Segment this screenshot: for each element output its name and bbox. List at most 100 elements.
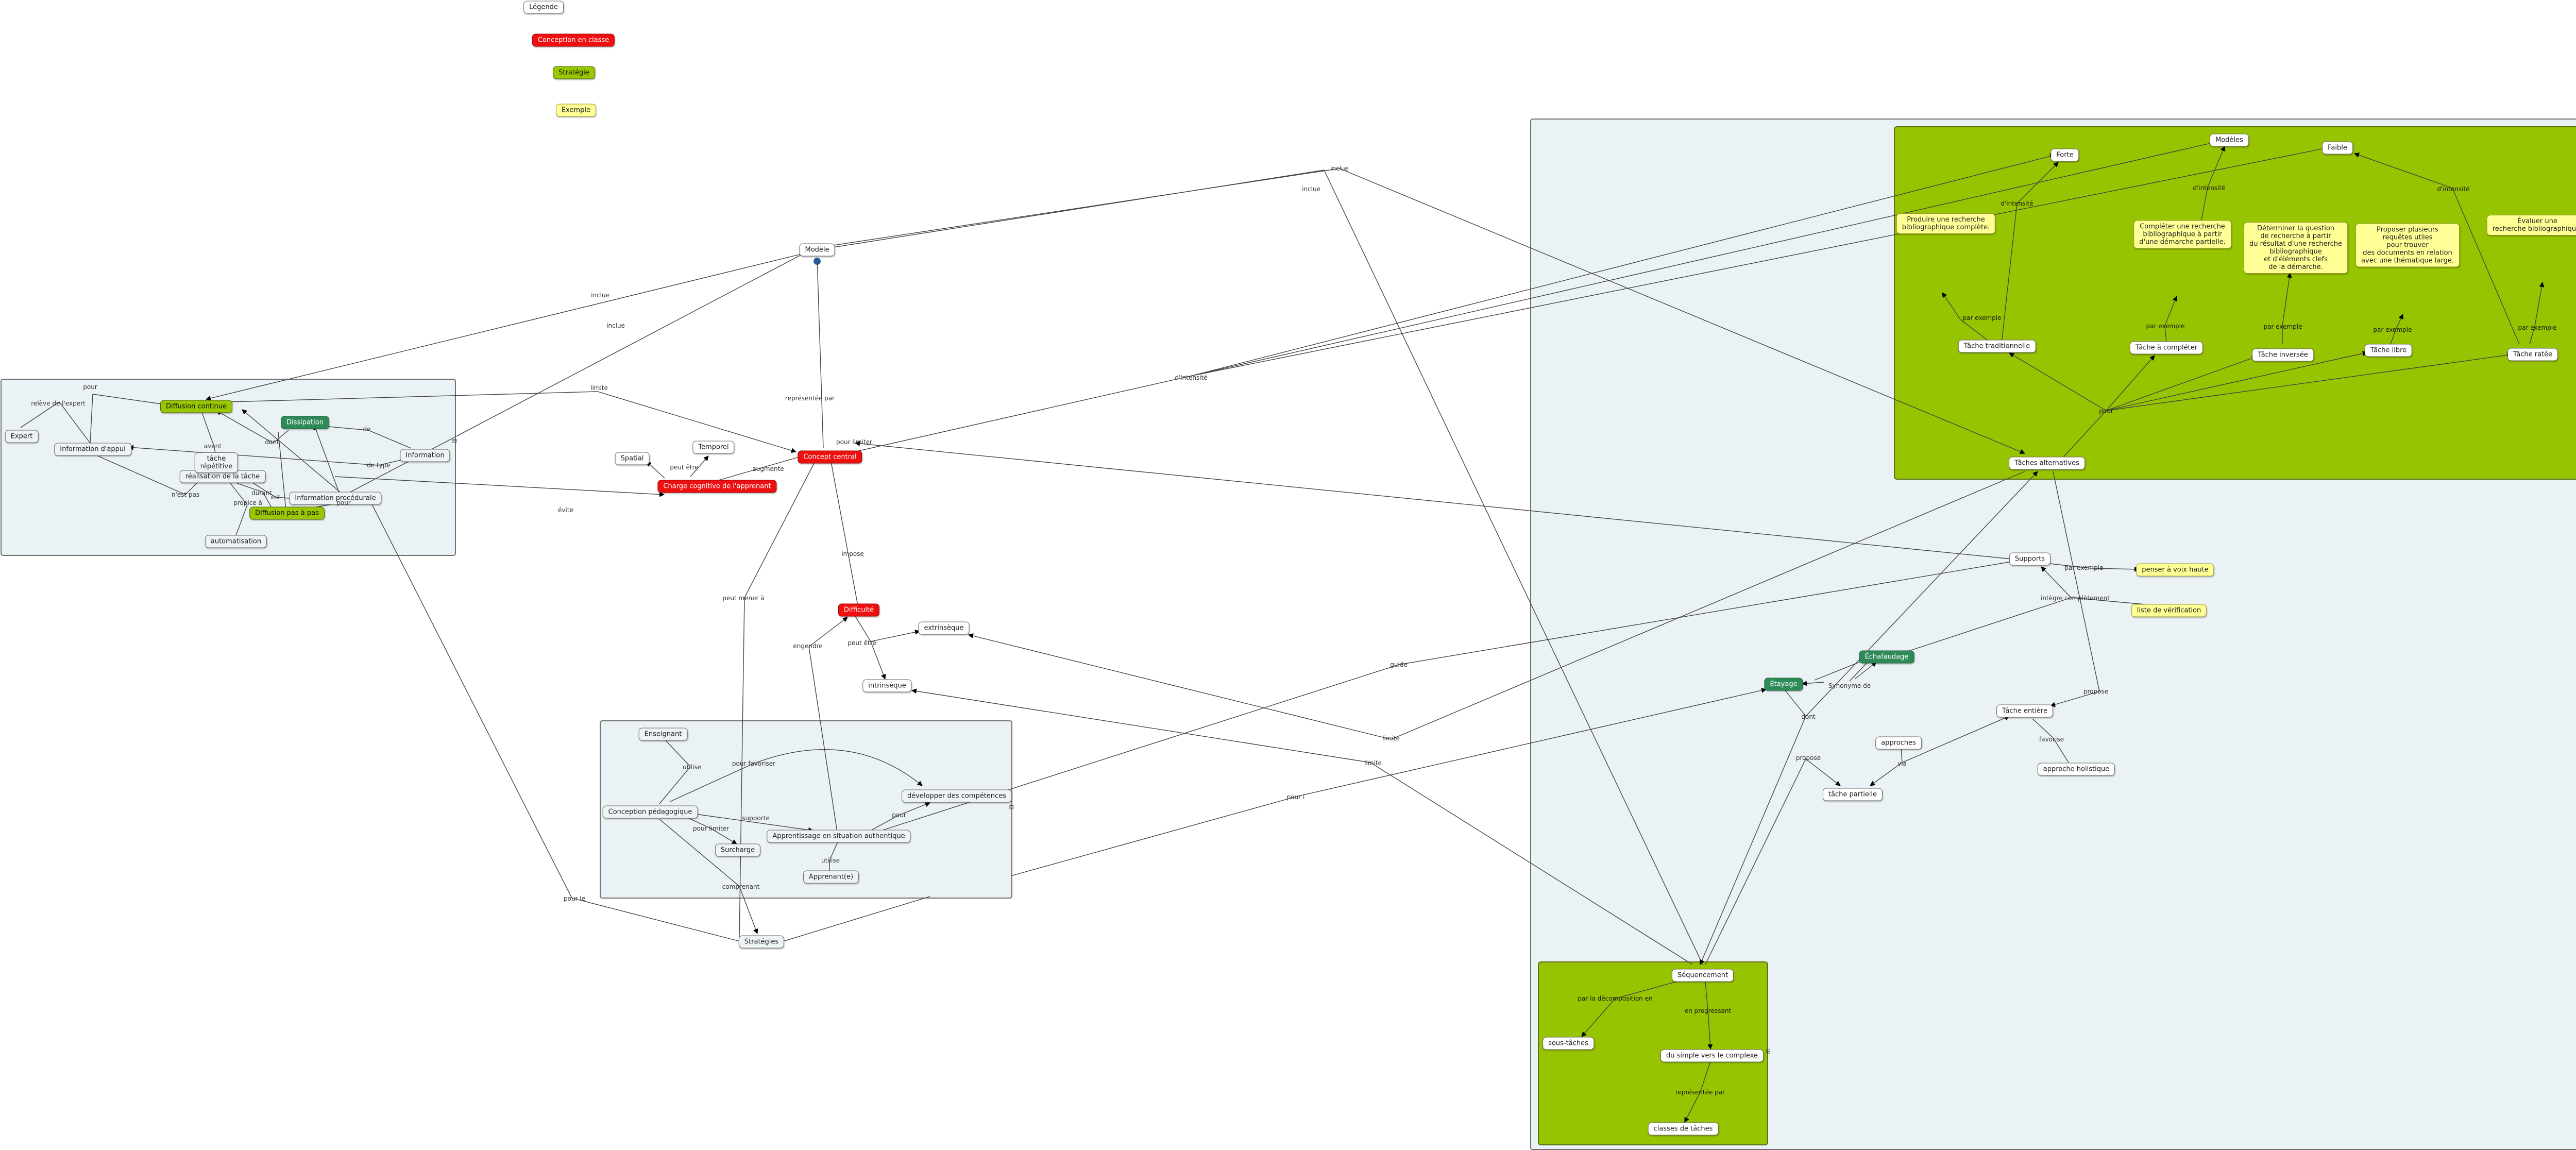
node-difficulte[interactable]: Difficulté bbox=[838, 603, 880, 617]
node-ex-completer[interactable]: Compléter une recherche bibliographique … bbox=[2133, 220, 2231, 249]
edge-charge-temporel bbox=[690, 455, 709, 477]
node-penser-voix[interactable]: penser à voix haute bbox=[2136, 563, 2214, 577]
edge-appui-nest-pas bbox=[97, 455, 186, 495]
node-tache-partielle[interactable]: tâche partielle bbox=[1822, 788, 1883, 801]
node-tache-entiere[interactable]: Tâche entière bbox=[1996, 704, 2053, 718]
node-diffusion-continue[interactable]: Diffusion continue bbox=[160, 400, 233, 413]
label-avant: avant bbox=[204, 443, 222, 450]
node-surcharge[interactable]: Surcharge bbox=[715, 843, 761, 857]
label-peut-mener: peut mener à bbox=[722, 595, 765, 602]
node-approches[interactable]: approches bbox=[1875, 736, 1922, 750]
edge-ex-proposer bbox=[2395, 314, 2403, 330]
node-tache-repetitive[interactable]: tâche répétitive bbox=[194, 452, 239, 473]
edge-inclue-alternatives-2 bbox=[1339, 168, 2025, 454]
node-information-procedurale[interactable]: Information procédurale bbox=[289, 492, 382, 505]
edge-seq-decomposition bbox=[1615, 981, 1677, 999]
edge-modele-inclue-diffusion bbox=[206, 253, 804, 401]
edge-conception-supporte bbox=[695, 814, 814, 833]
edge-releve-appui bbox=[59, 401, 91, 444]
node-etayage[interactable]: Étayage bbox=[1764, 678, 1803, 691]
edge-entiere-favorise bbox=[2032, 718, 2054, 738]
edge-comprenant-strategies bbox=[739, 886, 758, 934]
node-extrinseque[interactable]: extrinsèque bbox=[918, 621, 970, 635]
node-modele[interactable]: Modèle bbox=[799, 243, 835, 257]
edge-integre-supports bbox=[2041, 566, 2072, 598]
node-enseignant[interactable]: Enseignant bbox=[638, 728, 688, 741]
node-tache-traditionnelle[interactable]: Tâche traditionnelle bbox=[1958, 340, 2036, 353]
node-information-appui[interactable]: Information d'appui bbox=[54, 443, 131, 456]
node-forte[interactable]: Forte bbox=[2050, 148, 2079, 162]
group-conception-collapse-icon[interactable]: ⊟ bbox=[1009, 803, 1014, 811]
node-diffusion-pas[interactable]: Diffusion pas à pas bbox=[249, 506, 325, 520]
node-echafaudage[interactable]: Échafaudage bbox=[1859, 650, 1914, 664]
node-ex-evaluer[interactable]: Évaluer une recherche bibliographique. bbox=[2486, 215, 2576, 235]
node-spatial[interactable]: Spatial bbox=[615, 452, 650, 465]
modele-badge-icon bbox=[814, 258, 821, 265]
edge-alternatives-limite bbox=[1391, 471, 2025, 740]
node-sous-taches[interactable]: sous-tâches bbox=[1543, 1037, 1594, 1050]
edge-difficulte-impose bbox=[827, 453, 858, 606]
node-ex-recherche-complete[interactable]: Produire une recherche bibliographique c… bbox=[1896, 213, 1996, 234]
edge-synonyme-echafaudage bbox=[1854, 662, 1877, 680]
label-releve: relève de l'expert bbox=[31, 400, 86, 407]
group-sequencement-collapse-icon[interactable]: ⊟ bbox=[1766, 1047, 1771, 1056]
label-engendre: engendre bbox=[793, 642, 823, 650]
label-d-intensite-3: d'intensité bbox=[2437, 185, 2470, 193]
label-par-decomposition: par la décomposition en bbox=[1578, 995, 1653, 1002]
node-apprentissage-situation[interactable]: Apprentissage en situation authentique bbox=[767, 830, 911, 843]
edge-charge-spatial bbox=[646, 461, 665, 479]
node-tache-inversee[interactable]: Tâche inversée bbox=[2252, 348, 2314, 362]
node-conception-pedagogique[interactable]: Conception pédagogique bbox=[602, 805, 698, 819]
node-tache-libre[interactable]: Tâche libre bbox=[2364, 344, 2413, 357]
node-tache-ratee[interactable]: Tâche ratée bbox=[2507, 348, 2558, 361]
node-sequencement[interactable]: Séquencement bbox=[1671, 969, 1734, 982]
node-simple-complexe[interactable]: du simple vers le complexe bbox=[1660, 1049, 1764, 1062]
edge-pour-completer bbox=[2106, 355, 2155, 411]
group-information-collapse-icon[interactable]: ⊟ bbox=[452, 437, 457, 445]
edge-procedurale-evite bbox=[334, 476, 665, 497]
node-taches-alternatives[interactable]: Tâches alternatives bbox=[2009, 456, 2085, 470]
node-dissipation[interactable]: Dissipation bbox=[281, 416, 329, 429]
label-inclue-3: inclue bbox=[1302, 185, 1320, 193]
edge-guide-apprentissage bbox=[873, 664, 1399, 834]
node-approche-holistique[interactable]: approche holistique bbox=[2037, 763, 2115, 776]
node-strategies[interactable]: Stratégies bbox=[738, 935, 785, 949]
edge-intensite-moderee bbox=[1190, 139, 2225, 377]
edge-conception-pour bbox=[1010, 796, 1299, 876]
node-supports[interactable]: Supports bbox=[2009, 552, 2051, 566]
label-pour-1: pour bbox=[83, 383, 97, 391]
node-tache-completer[interactable]: Tâche à compléter bbox=[2129, 341, 2204, 354]
edge-modele-inclue-alternatives bbox=[826, 168, 1340, 247]
node-developper-competences[interactable]: développer des compétences bbox=[902, 789, 1012, 803]
label-en-progressant: en progressant bbox=[1684, 1007, 1732, 1014]
node-liste-verification[interactable]: liste de vérification bbox=[2131, 604, 2207, 617]
edge-approches-via bbox=[1901, 748, 1903, 763]
node-temporel[interactable]: Temporel bbox=[692, 441, 735, 454]
node-concept-central[interactable]: Concept central bbox=[798, 450, 862, 464]
node-classes-taches[interactable]: classes de tâches bbox=[1648, 1122, 1719, 1136]
edge-completer-ex bbox=[2164, 325, 2167, 344]
node-information[interactable]: Information bbox=[400, 449, 450, 462]
node-ex-determiner[interactable]: Déterminer la question de recherche à pa… bbox=[2244, 222, 2348, 274]
label-favorise: favorise bbox=[2039, 736, 2064, 743]
node-intrinseque[interactable]: intrinsèque bbox=[862, 679, 912, 692]
edge-limite-concept bbox=[597, 391, 796, 453]
edge-echafaudage-synonyme bbox=[1849, 662, 1868, 682]
edge-ex-determiner bbox=[2282, 273, 2292, 326]
label-represente-par: représentée par bbox=[785, 395, 835, 402]
edge-ex-recherche bbox=[1942, 292, 1961, 320]
label-via: via bbox=[1897, 760, 1907, 767]
node-apprenants[interactable]: Apprenant(e) bbox=[803, 870, 859, 884]
edge-ratee-intensite bbox=[2452, 188, 2520, 345]
node-charge-cognitive[interactable]: Charge cognitive de l'apprenant bbox=[657, 480, 777, 493]
label-pour-4: pour bbox=[2099, 408, 2113, 415]
edge-favorise-holistique bbox=[2053, 737, 2069, 763]
node-ex-proposer[interactable]: Proposer plusieurs requêtes utiles pour … bbox=[2355, 223, 2460, 267]
edge-difficulte-extrinseque bbox=[855, 616, 871, 642]
node-modeles[interactable]: Modèles bbox=[2210, 133, 2249, 147]
node-expert[interactable]: Expert bbox=[5, 430, 39, 443]
node-automatisation[interactable]: automatisation bbox=[205, 535, 267, 548]
edge-alternatives-propose bbox=[2053, 471, 2100, 692]
label-pour-2: pour bbox=[336, 499, 351, 506]
node-faible[interactable]: Faible bbox=[2322, 141, 2353, 155]
